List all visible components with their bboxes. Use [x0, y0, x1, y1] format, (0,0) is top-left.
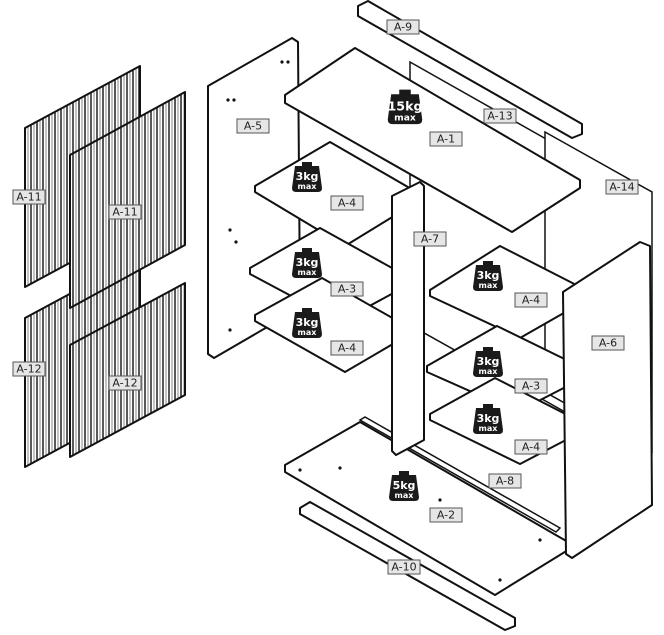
- part-label-a-8: A-8: [488, 473, 522, 489]
- part-label-text: A-2: [437, 509, 455, 522]
- divider-a7: [391, 181, 425, 456]
- part-label-text: A-1: [437, 133, 455, 146]
- part-label-a-10: A-10: [387, 559, 421, 575]
- part-label-a-3: A-3: [514, 378, 548, 394]
- part-label-text: A-8: [496, 475, 514, 488]
- part-label-a-2: A-2: [429, 507, 463, 523]
- part-label-text: A-11: [112, 206, 137, 219]
- part-label-text: A-14: [609, 181, 634, 194]
- weight-limit-text: max: [479, 281, 499, 290]
- part-label-a-14: A-14: [605, 179, 639, 195]
- dowel-holes: [226, 60, 542, 582]
- part-label-a-13: A-13: [483, 108, 517, 124]
- part-label-a-9: A-9: [386, 19, 420, 35]
- weight-value: 3kg: [296, 256, 319, 269]
- part-label-text: A-4: [338, 342, 356, 355]
- part-label-a-4: A-4: [514, 292, 548, 308]
- weight-limit-text: max: [395, 491, 415, 500]
- part-label-text: A-12: [16, 363, 41, 376]
- part-label-a-11: A-11: [12, 189, 46, 205]
- part-label-text: A-6: [599, 337, 617, 350]
- part-label-a-1: A-1: [429, 131, 463, 147]
- part-label-text: A-9: [394, 21, 412, 34]
- part-label-a-3: A-3: [330, 281, 364, 297]
- weight-value: 3kg: [296, 316, 319, 329]
- part-label-a-5: A-5: [236, 118, 270, 134]
- part-label-text: A-11: [16, 191, 41, 204]
- part-label-text: A-12: [112, 377, 137, 390]
- part-label-a-4: A-4: [514, 439, 548, 455]
- part-label-a-11: A-11: [108, 204, 142, 220]
- weight-value: 3kg: [477, 269, 500, 282]
- weight-limit-group: 15kgmax3kgmax3kgmax3kgmax3kgmax3kgmax3kg…: [292, 89, 503, 501]
- part-label-a-4: A-4: [330, 340, 364, 356]
- part-label-a-12: A-12: [12, 361, 46, 377]
- weight-limit-text: max: [479, 367, 499, 376]
- weight-value: 5kg: [393, 479, 416, 492]
- part-label-a-12: A-12: [108, 375, 142, 391]
- part-label-text: A-3: [338, 283, 356, 296]
- slatted-panel-a12-front: [69, 282, 186, 458]
- part-label-text: A-3: [522, 380, 540, 393]
- weight-limit-text: max: [479, 424, 499, 433]
- part-labels: A-9A-13A-1A-5A-14A-11A-11A-4A-7A-3A-4A-4…: [12, 19, 639, 575]
- part-label-text: A-4: [338, 197, 356, 210]
- weight-value: 3kg: [477, 412, 500, 425]
- part-label-text: A-5: [244, 120, 262, 133]
- rail-a9: [357, 0, 583, 139]
- part-label-text: A-10: [391, 561, 416, 574]
- weight-value: 3kg: [477, 355, 500, 368]
- part-label-a-6: A-6: [591, 335, 625, 351]
- part-label-text: A-7: [421, 233, 439, 246]
- slatted-panel-a11-front: [69, 91, 186, 309]
- weight-limit-text: max: [298, 182, 318, 191]
- weight-limit-text: max: [394, 113, 416, 124]
- part-label-text: A-4: [522, 294, 540, 307]
- part-label-a-7: A-7: [413, 231, 447, 247]
- weight-value: 3kg: [296, 170, 319, 183]
- weight-limit-text: max: [298, 268, 318, 277]
- weight-value: 15kg: [387, 98, 422, 113]
- side-panel-a6: [562, 241, 653, 559]
- part-label-text: A-13: [487, 110, 512, 123]
- part-label-text: A-4: [522, 441, 540, 454]
- weight-limit-text: max: [298, 328, 318, 337]
- part-label-a-4: A-4: [330, 195, 364, 211]
